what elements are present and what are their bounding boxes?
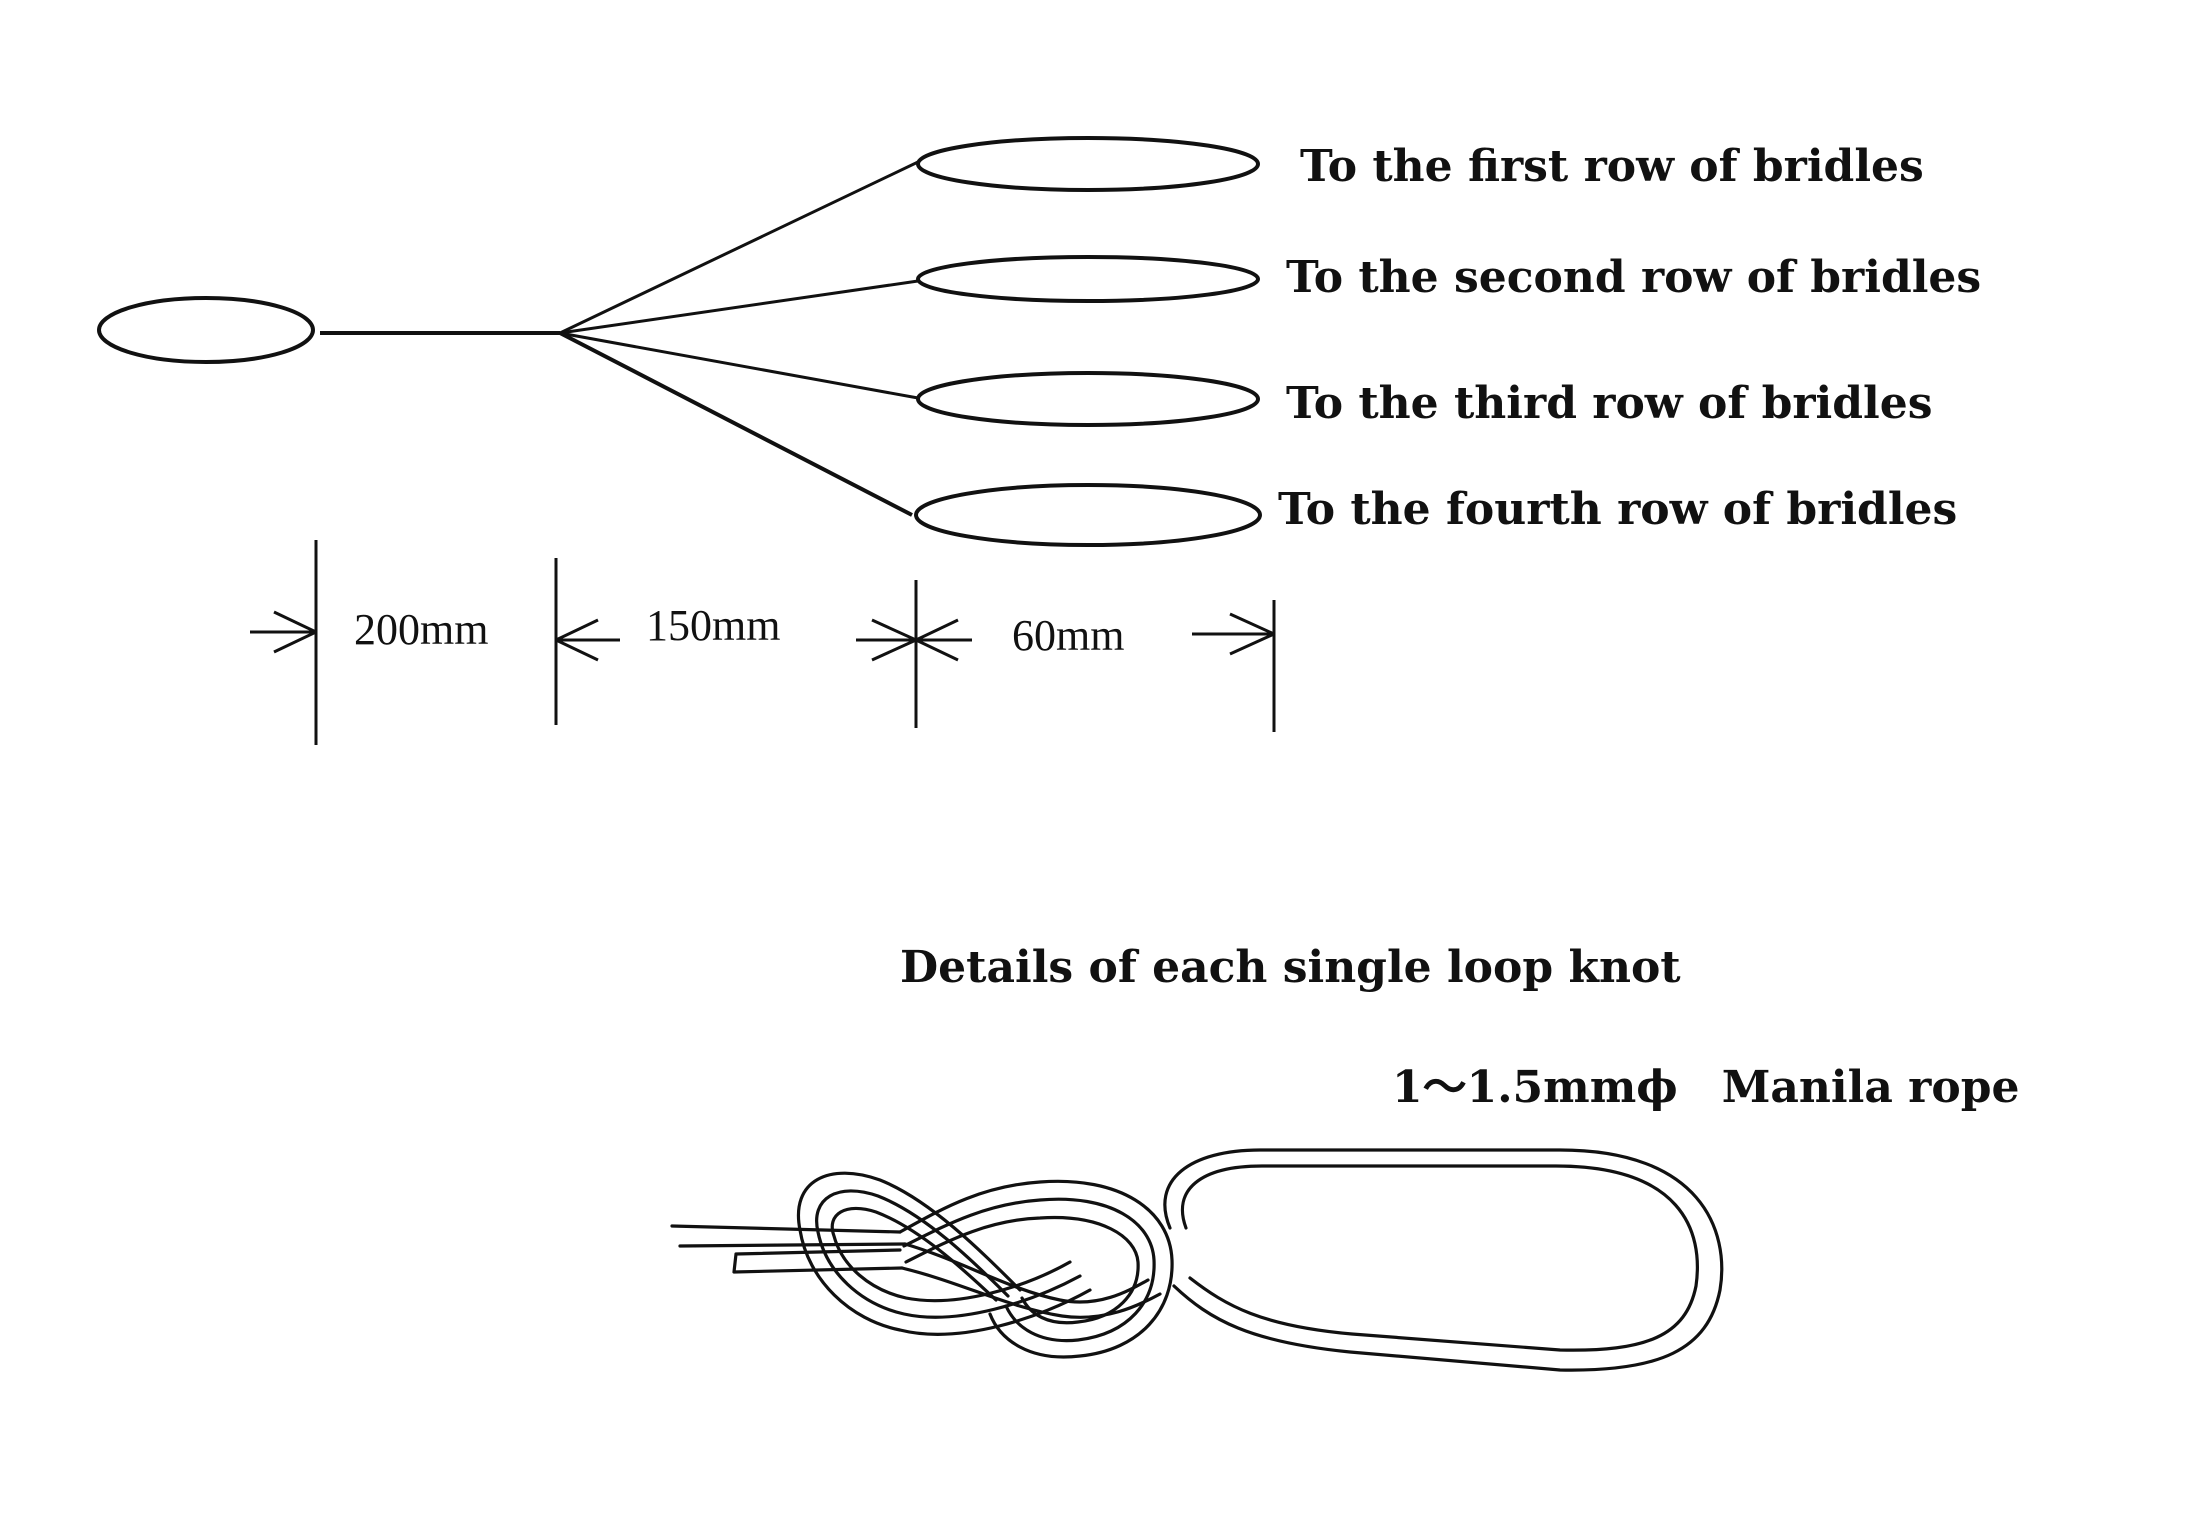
bridle-loop-3	[916, 371, 1260, 427]
knot-left-lobe-outer	[796, 1171, 1092, 1336]
dimension-150mm: 150mm	[646, 601, 781, 650]
knot-cross-strand	[900, 1242, 1162, 1319]
bridle-loop-2	[916, 255, 1260, 303]
label-third-row-bridles: To the third row of bridles	[1286, 378, 1933, 429]
bridle-loop-4	[914, 483, 1262, 547]
branch-line-4	[559, 331, 913, 517]
bridle-loop-1	[916, 136, 1260, 192]
knot-end-lower	[732, 1248, 904, 1274]
dimension-200mm: 200mm	[354, 605, 489, 654]
dim-arrow-200-left	[250, 610, 317, 654]
dim-arrow-60-end	[1192, 612, 1275, 656]
label-first-row-bridles: To the first row of bridles	[1300, 141, 1924, 192]
branch-line-3	[559, 331, 919, 400]
knot-eye-inner	[1180, 1164, 1699, 1352]
rope-spec-label: 1〜1.5mmϕ Manila rope	[1392, 1062, 2020, 1113]
knot-left-lobe-mid	[815, 1189, 1082, 1319]
dimension-60mm: 60mm	[1012, 611, 1125, 660]
main-loop	[97, 296, 315, 364]
dim-arrow-60-right	[915, 618, 972, 662]
knot-right-lobe-mid	[902, 1197, 1156, 1343]
dim-arrow-150-left	[856, 618, 917, 662]
dim-arrow-150-right	[555, 618, 620, 662]
knot-right-lobe-inner	[904, 1215, 1140, 1325]
knot-detail-title: Details of each single loop knot	[900, 942, 1681, 993]
branch-line-1	[559, 160, 919, 335]
single-loop-knot-illustration	[670, 1148, 1724, 1372]
knot-eye-outer	[1163, 1148, 1724, 1372]
knot-end-upper	[670, 1224, 907, 1248]
branch-line-2	[559, 279, 919, 335]
label-second-row-bridles: To the second row of bridles	[1286, 252, 1982, 303]
knot-right-lobe-outer	[898, 1179, 1174, 1359]
label-fourth-row-bridles: To the fourth row of bridles	[1278, 484, 1958, 535]
